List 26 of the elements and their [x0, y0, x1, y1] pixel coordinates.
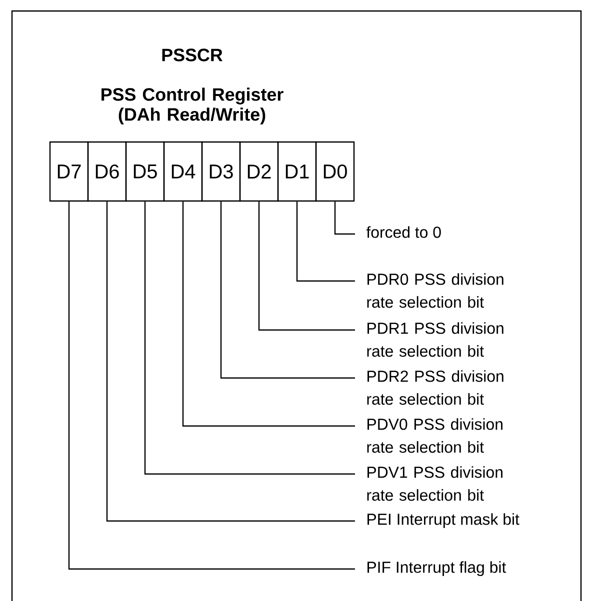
bit-cell: D1 [277, 141, 317, 202]
bit-description: PEI Interrupt mask bit [368, 513, 520, 528]
bit-description: PDV0 PSS division rate selection bit [367, 418, 502, 453]
leader-line [182, 202, 355, 427]
bit-description: PDV1 PSS division rate selection bit [367, 466, 502, 501]
bit-description: PDR0 PSS division rate selection bit [367, 273, 504, 308]
bit-cell: D2 [239, 141, 279, 202]
bit-cell: D6 [87, 141, 127, 202]
leader-line [296, 202, 355, 282]
leader-line [220, 202, 355, 379]
title: PSSCR [162, 48, 223, 62]
bit-cell: D4 [163, 141, 203, 202]
bit-description: PIF Interrupt flag bit [368, 561, 506, 576]
leader-line [258, 202, 355, 331]
leader-line [144, 202, 355, 475]
bit-cell: D0 [315, 141, 355, 202]
subtitle: PSS Control Register (DAh Read/Write) [102, 88, 284, 124]
bit-cell: D7 [49, 141, 89, 202]
bit-description: forced to 0 [366, 226, 441, 238]
bit-cell: D5 [125, 141, 165, 202]
leader-line [334, 202, 355, 235]
bit-description: PDR2 PSS division rate selection bit [367, 370, 504, 405]
bit-description: PDR1 PSS division rate selection bit [367, 322, 504, 357]
leader-line [68, 202, 355, 570]
leader-line [106, 202, 355, 522]
bit-cell: D3 [201, 141, 241, 202]
